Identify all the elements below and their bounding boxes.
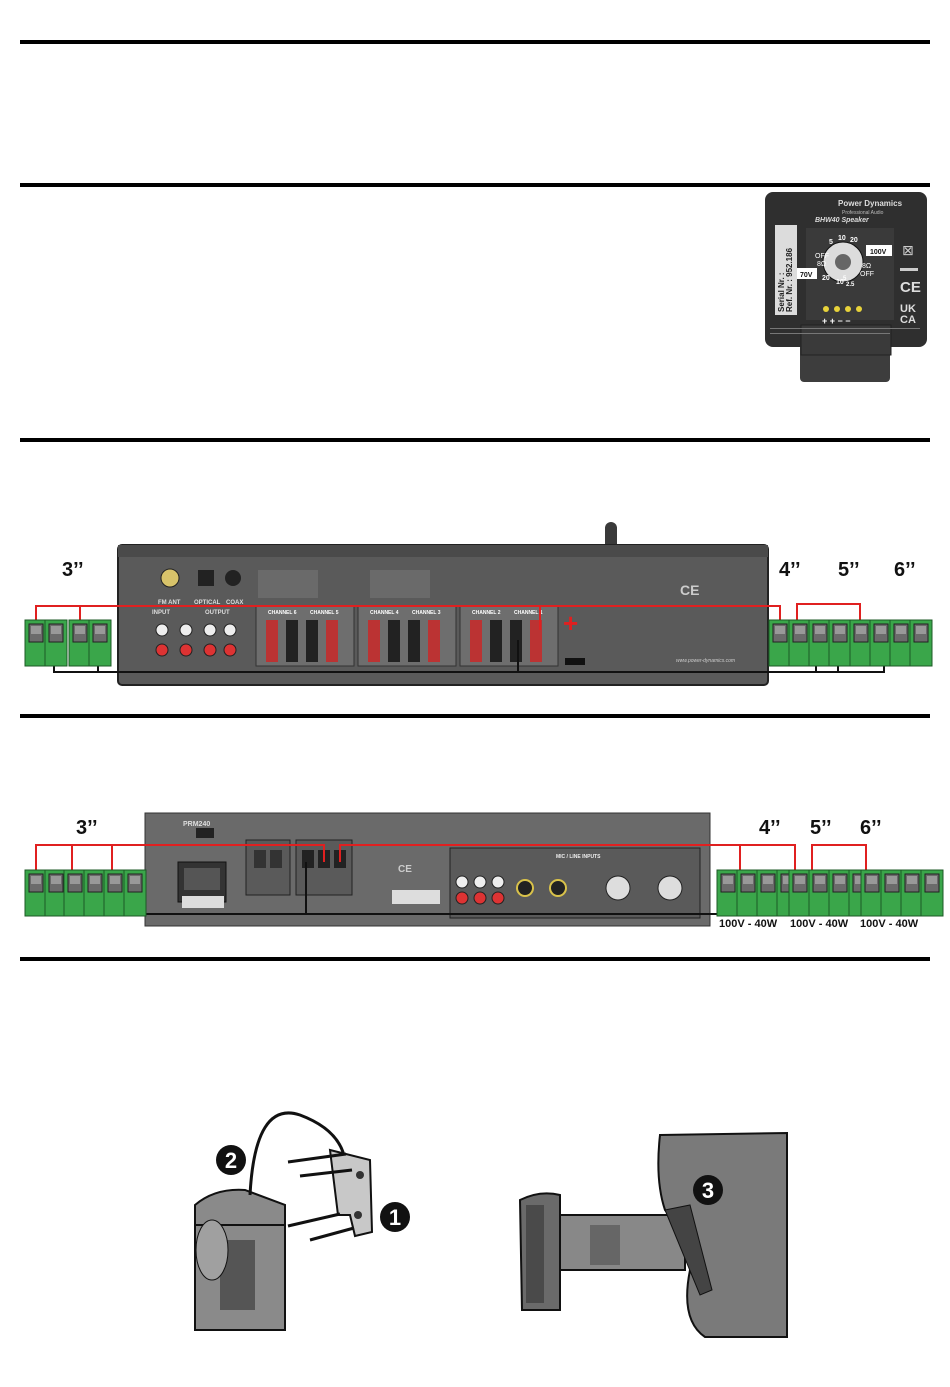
mounting-illustration-right: 3 xyxy=(518,1131,788,1338)
svg-text:20: 20 xyxy=(822,275,830,282)
svg-text:20: 20 xyxy=(850,237,858,244)
svg-text:CE: CE xyxy=(398,864,412,875)
plus-polarity-icon: + xyxy=(563,608,578,638)
serial-number: Serial Nr. : xyxy=(777,272,786,312)
size-label-4in-top: 4’’ xyxy=(779,559,801,581)
dial-70v-mark: 70V xyxy=(800,272,813,279)
size-label-6in-bottom: 6’’ xyxy=(860,817,882,839)
ce-mark: CE xyxy=(900,279,921,296)
svg-text:COAX: COAX xyxy=(226,600,243,606)
size-label-6in-top: 6’’ xyxy=(894,559,916,581)
svg-text:CE: CE xyxy=(680,582,699,598)
section-rule-2 xyxy=(20,183,930,187)
speaker-label-card: Power Dynamics Professional Audio BHW40 … xyxy=(765,192,927,382)
speaker-outputs-ch2-ch1: CHANNEL 2 CHANNEL 1 xyxy=(459,605,559,667)
svg-text:2.5: 2.5 xyxy=(846,282,855,288)
step-2-badge xyxy=(216,1145,246,1175)
svg-text:CHANNEL 4: CHANNEL 4 xyxy=(370,610,399,616)
speaker-outputs-ch6-ch5: CHANNEL 6 CHANNEL 5 xyxy=(255,605,355,667)
section-rule-1 xyxy=(20,40,930,44)
svg-text:MIC / LINE INPUTS: MIC / LINE INPUTS xyxy=(556,854,601,860)
amplifier-rear-panel-1: FM ANT OPTICAL COAX INPUT OUTPUT CHANNEL… xyxy=(117,522,769,686)
step-3-badge xyxy=(693,1175,723,1205)
terminal-polarity: + + − − xyxy=(822,316,851,326)
dial-100v-mark: 100V xyxy=(870,249,887,256)
svg-text:10: 10 xyxy=(838,235,846,242)
tap-label-5in: 100V - 40W xyxy=(790,918,849,930)
svg-text:2: 2 xyxy=(225,1148,237,1173)
section-rule-3 xyxy=(20,438,930,442)
svg-text:CHANNEL 2: CHANNEL 2 xyxy=(472,610,501,616)
brand-subtitle: Professional Audio xyxy=(842,210,884,216)
speaker-outputs-ch4-ch3: CHANNEL 4 CHANNEL 3 xyxy=(357,605,457,667)
rca-jacks xyxy=(155,623,237,657)
size-label-5in-bottom: 5’’ xyxy=(810,817,832,839)
svg-text:5: 5 xyxy=(829,239,833,246)
svg-text:3: 3 xyxy=(702,1178,714,1203)
ref-number: Ref. Nr. : 952.186 xyxy=(785,247,794,312)
tap-label-4in: 100V - 40W xyxy=(719,918,778,930)
svg-text:1: 1 xyxy=(389,1205,401,1230)
size-label-3in-bottom: 3’’ xyxy=(76,817,98,839)
svg-text:OFF: OFF xyxy=(815,253,829,260)
svg-text:5: 5 xyxy=(843,276,847,282)
svg-text:OPTICAL: OPTICAL xyxy=(194,600,221,606)
mounting-illustration-left: 2 1 xyxy=(194,1111,410,1331)
svg-text:CA: CA xyxy=(900,314,916,326)
weee-bin-icon: ⊠ xyxy=(902,243,914,259)
svg-text:OFF: OFF xyxy=(860,271,874,278)
speaker-model: BHW40 Speaker xyxy=(815,217,870,224)
svg-text:8Ω: 8Ω xyxy=(862,263,871,270)
svg-text:CHANNEL 5: CHANNEL 5 xyxy=(310,610,339,616)
svg-text:INPUT: INPUT xyxy=(152,610,170,616)
minus-polarity-icon xyxy=(565,658,585,665)
svg-text:8Ω: 8Ω xyxy=(817,261,826,268)
ukca-mark: UK xyxy=(900,303,916,315)
svg-text:CHANNEL 1: CHANNEL 1 xyxy=(514,610,543,616)
brand-logo: Power Dynamics xyxy=(838,199,903,208)
section-rule-5 xyxy=(20,957,930,961)
coax-jack xyxy=(225,570,241,586)
svg-text:PRM240: PRM240 xyxy=(183,821,210,828)
size-label-3in-top: 3’’ xyxy=(62,559,84,581)
svg-text:OUTPUT: OUTPUT xyxy=(205,610,230,616)
svg-text:CHANNEL 6: CHANNEL 6 xyxy=(268,610,297,616)
svg-text:FM ANT: FM ANT xyxy=(158,600,181,606)
amplifier-rear-panel-2: PRM240 MIC / LINE INPUTS CE xyxy=(144,812,711,927)
svg-text:www.power-dynamics.com: www.power-dynamics.com xyxy=(676,658,735,664)
size-label-4in-bottom: 4’’ xyxy=(759,817,781,839)
tap-label-6in: 100V - 40W xyxy=(860,918,919,930)
section-rule-4 xyxy=(20,714,930,718)
svg-text:CHANNEL 3: CHANNEL 3 xyxy=(412,610,441,616)
optical-port xyxy=(198,570,214,586)
size-label-5in-top: 5’’ xyxy=(838,559,860,581)
step-1-badge xyxy=(380,1202,410,1232)
fm-antenna-jack xyxy=(160,568,180,588)
svg-text:10: 10 xyxy=(836,279,844,286)
